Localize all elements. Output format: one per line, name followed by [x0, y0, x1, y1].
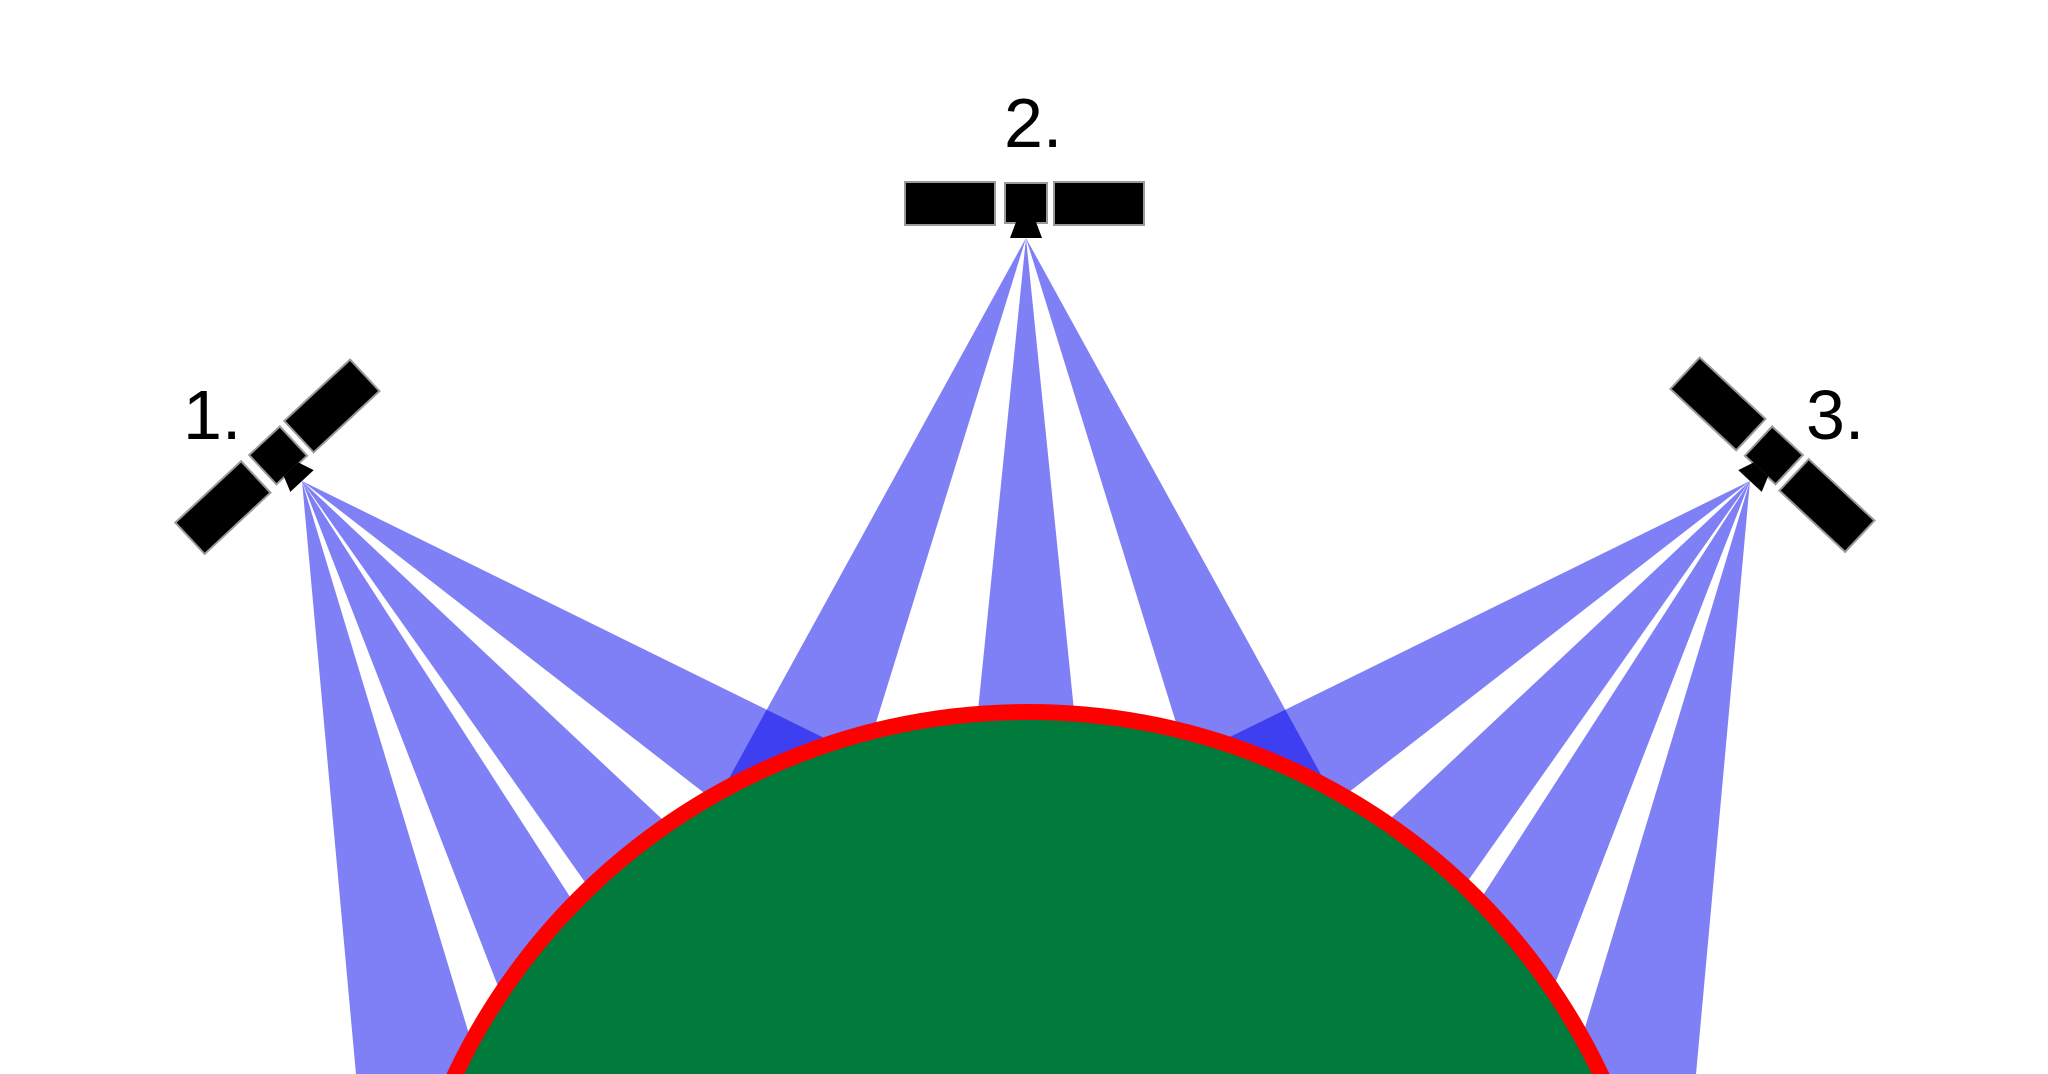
- labels-layer: 1. 2. 3.: [183, 84, 1864, 454]
- signal-beam-sat3: [1570, 481, 1750, 1074]
- antenna-icon: [283, 462, 314, 492]
- solar-panel-left-icon: [904, 181, 996, 226]
- solar-panel-left-icon: [1668, 356, 1767, 452]
- satellite-body-icon: [1004, 182, 1048, 224]
- earth-layer: [446, 704, 1610, 1074]
- solar-panel-left-icon: [173, 459, 272, 556]
- antenna-icon: [1010, 222, 1042, 238]
- antenna-icon: [1738, 462, 1769, 492]
- satellites-layer: [173, 181, 1876, 556]
- satellite-1-label: 1.: [183, 376, 241, 454]
- satellite-1-icon: [173, 358, 381, 556]
- satellite-2-label: 2.: [1004, 84, 1062, 162]
- satellite-3-icon: [1668, 356, 1876, 554]
- solar-panel-right-icon: [282, 358, 381, 454]
- solar-panel-right-icon: [1777, 457, 1876, 554]
- satellite-3-label: 3.: [1806, 376, 1864, 454]
- solar-panel-right-icon: [1053, 181, 1145, 226]
- signal-beam-sat1: [302, 481, 482, 1074]
- satellite-2-icon: [904, 181, 1145, 238]
- earth: [446, 704, 1610, 1074]
